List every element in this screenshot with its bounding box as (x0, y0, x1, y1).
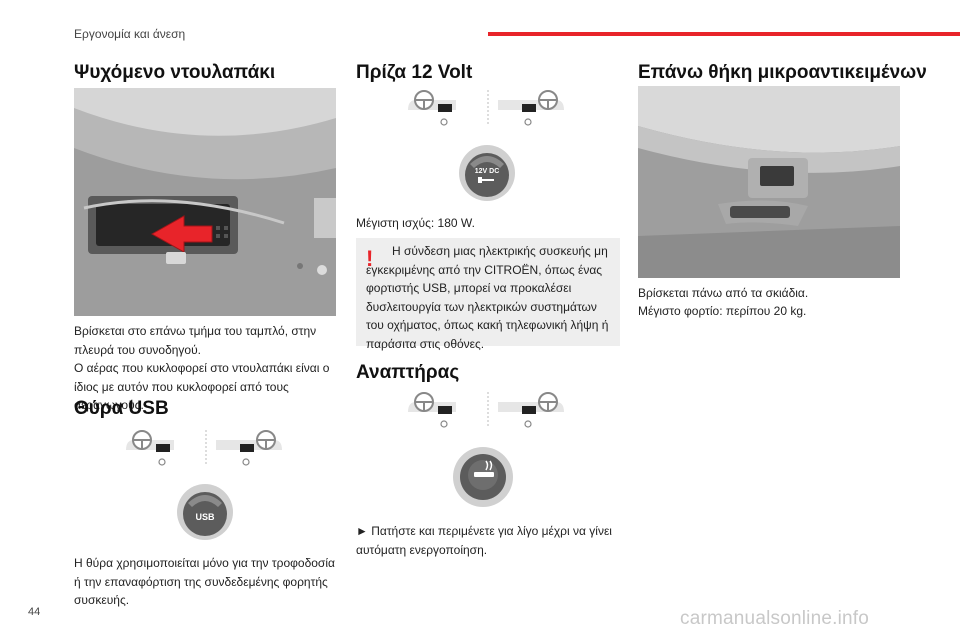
page-number: 44 (28, 606, 41, 618)
lighter-icon (452, 446, 514, 508)
lighter-title: Αναπτήρας (356, 362, 460, 383)
warning-icon: ! (366, 246, 374, 271)
glovebox-photo (74, 88, 336, 316)
cooled-glovebox-title: Ψυχόμενο ντουλαπάκι (74, 62, 276, 83)
glovebox-location-text: Βρίσκεται στο επάνω τμήμα του ταμπλό, στ… (74, 324, 317, 357)
section-header: Εργονομία και άνεση (74, 27, 186, 41)
overhead-storage-title: Επάνω θήκη μικροαντικειμένων (638, 62, 927, 83)
overhead-load-text: Μέγιστο φορτίο: περίπου 20 kg. (638, 304, 807, 318)
overhead-location-text: Βρίσκεται πάνω από τα σκιάδια. (638, 286, 809, 300)
socket-12v-icon: 12V DC (458, 144, 516, 202)
usb-title: Θύρα USB (74, 398, 169, 419)
socket-12v-power: Μέγιστη ισχύς: 180 W. (356, 216, 475, 230)
watermark: carmanualsonline.info (680, 608, 870, 629)
glovebox-air-text: Ο αέρας που κυκλοφορεί στο ντουλαπάκι εί… (74, 361, 330, 412)
lighter-location-icons (406, 390, 566, 430)
usb-location-icons (124, 428, 284, 468)
socket-12v-label: 12V DC (475, 168, 500, 175)
socket-12v-warning-box: ! Η σύνδεση μιας ηλεκτρικής συσκευής μη … (356, 238, 620, 351)
usb-socket-label: USB (195, 512, 215, 522)
lighter-text: ► Πατήστε και περιμένετε για λίγο μέχρι … (356, 524, 612, 557)
usb-text: Η θύρα χρησιμοποιείται μόνο για την τροφ… (74, 556, 335, 607)
overhead-storage-photo (638, 86, 900, 278)
usb-socket-icon: USB (176, 483, 234, 541)
socket-12v-title: Πρίζα 12 Volt (356, 62, 473, 83)
header-accent-bar (488, 32, 960, 36)
socket-12v-location-icons (406, 88, 566, 128)
socket-12v-warning-text: Η σύνδεση μιας ηλεκτρικής συσκευής μη εγ… (366, 244, 609, 351)
